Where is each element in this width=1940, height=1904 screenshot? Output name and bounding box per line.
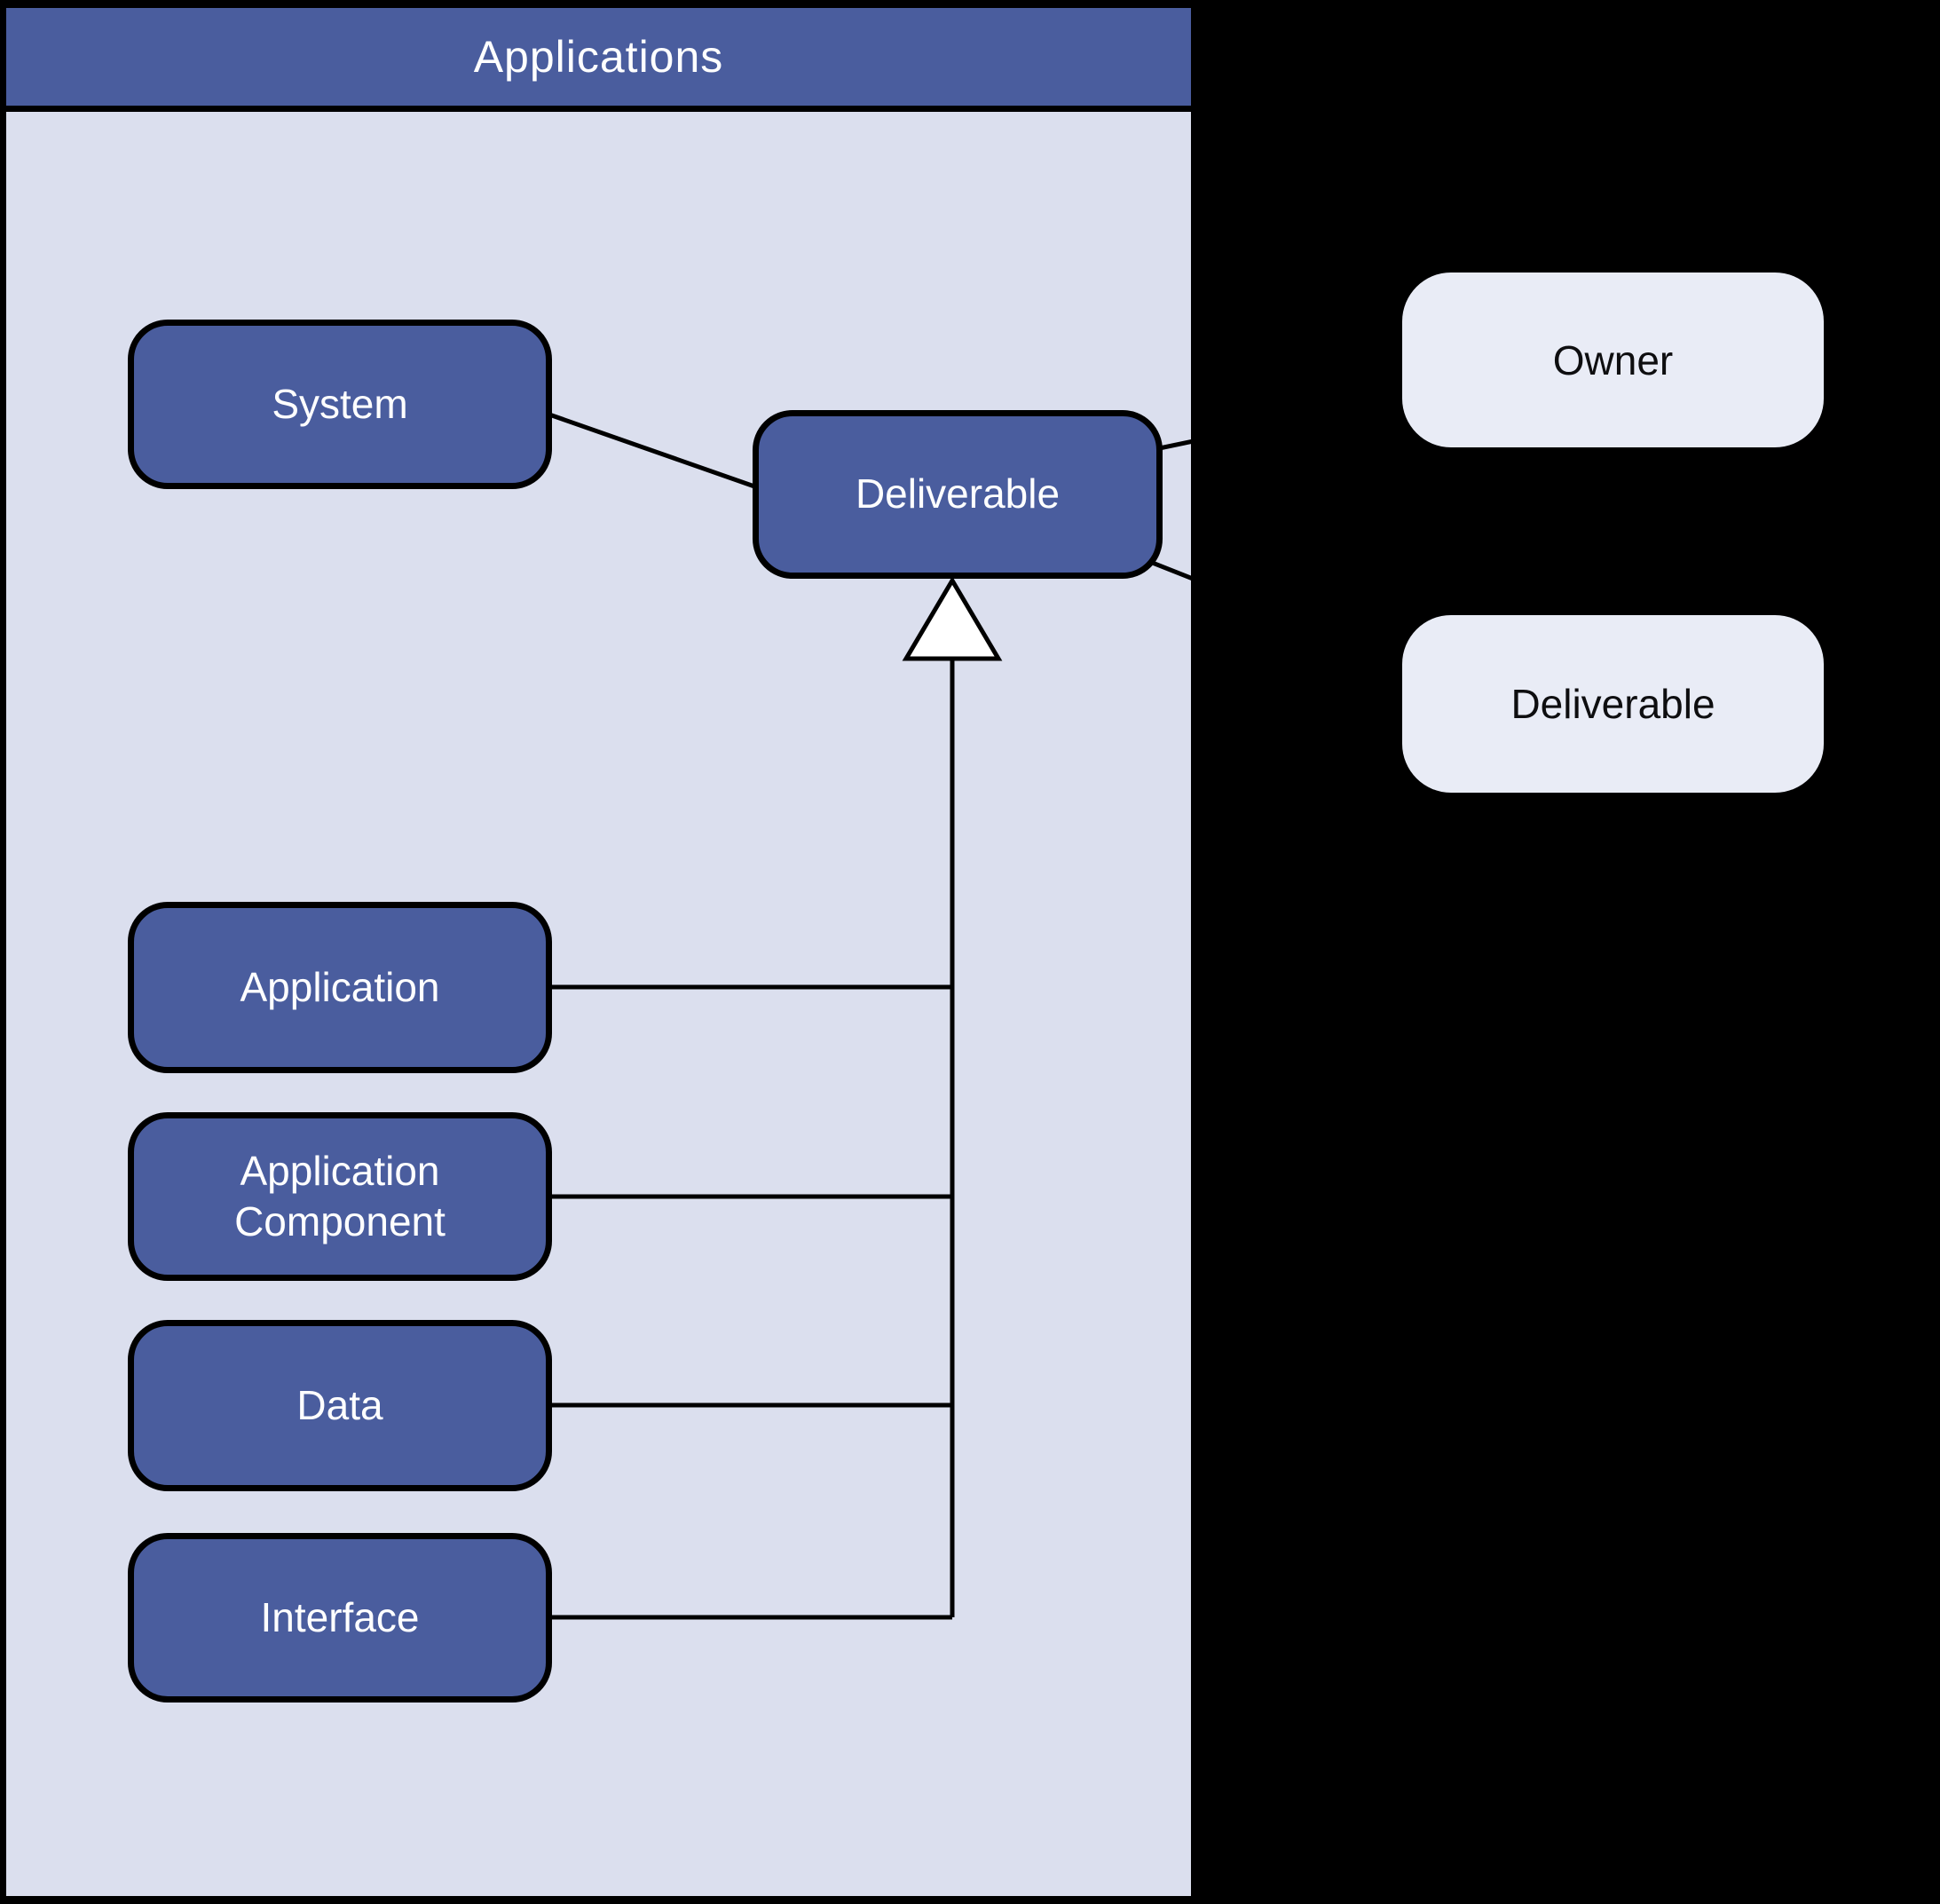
group-title: Applications xyxy=(473,32,724,82)
node-data-label: Data xyxy=(296,1381,383,1428)
generalization-arrowhead-icon xyxy=(902,576,1003,661)
node-data[interactable]: Data xyxy=(128,1320,552,1491)
edge-deliverable-deliverable[interactable] xyxy=(1145,557,1191,601)
node-system[interactable]: System xyxy=(128,320,552,489)
node-deliverable[interactable]: Deliverable xyxy=(753,410,1163,579)
node-system-label: System xyxy=(272,380,408,427)
node-application-component-label: Application Component xyxy=(234,1147,446,1245)
edge-deliverable-owner[interactable] xyxy=(1150,430,1191,453)
applications-group[interactable]: Applications System Deliverable Applicat… xyxy=(0,2,1197,1902)
node-deliverable-external-label: Deliverable xyxy=(1510,681,1715,727)
node-deliverable-label: Deliverable xyxy=(855,470,1061,517)
node-application-component[interactable]: Application Component xyxy=(128,1112,552,1281)
node-application[interactable]: Application xyxy=(128,902,552,1073)
node-owner-label: Owner xyxy=(1552,336,1674,383)
node-interface-label: Interface xyxy=(260,1593,420,1640)
node-deliverable-external[interactable]: Deliverable xyxy=(1402,615,1824,793)
node-owner[interactable]: Owner xyxy=(1402,273,1824,447)
node-interface[interactable]: Interface xyxy=(128,1533,552,1703)
edge-system-deliverable[interactable] xyxy=(548,412,758,490)
connector-layer xyxy=(548,412,1191,1620)
node-application-label: Application xyxy=(240,963,440,1010)
group-header: Applications xyxy=(6,8,1191,112)
